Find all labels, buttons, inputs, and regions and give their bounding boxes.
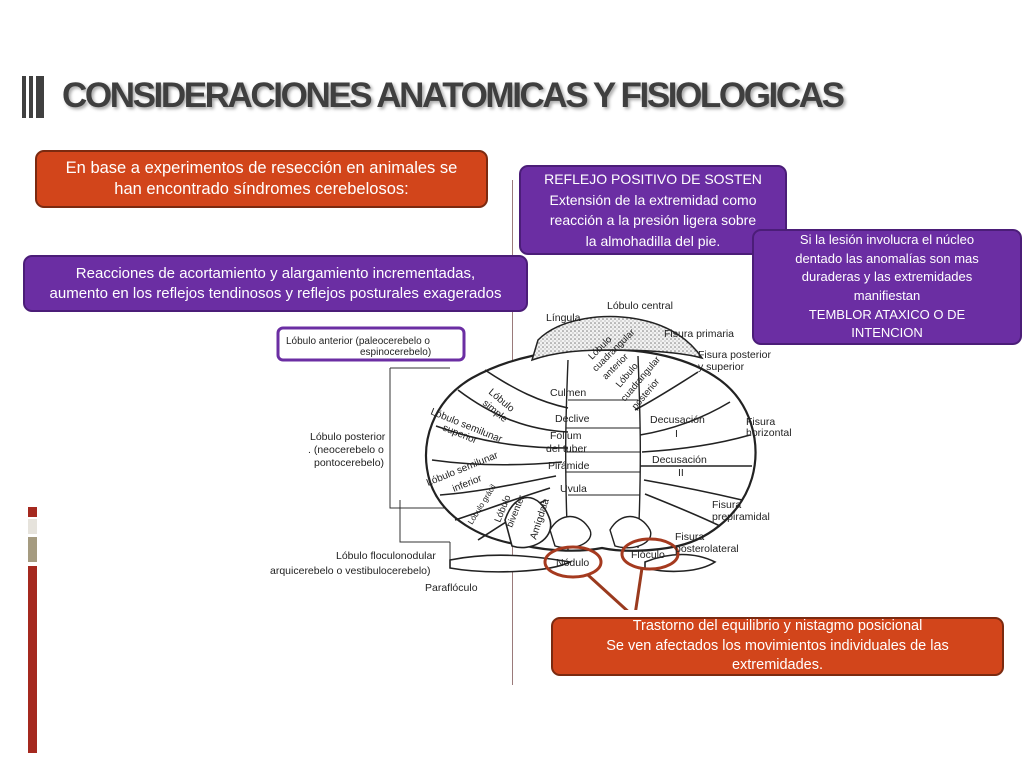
- slide-title: CONSIDERACIONES ANATOMICAS Y FISIOLOGICA…: [62, 76, 845, 115]
- label-fisura-horizontal-2: horizontal: [746, 427, 792, 439]
- label-parafloculo: Paraflóculo: [425, 582, 478, 594]
- label-lobulo-anterior-1: Lóbulo anterior (paleocerebelo o: [286, 336, 430, 347]
- label-uvula: Uvula: [560, 483, 587, 495]
- anterior-lobe-highlight: [276, 326, 466, 362]
- label-piramide: Pirámide: [548, 460, 590, 472]
- label-floculonodular-1: Lóbulo floculonodular: [336, 550, 436, 562]
- label-declive: Declive: [555, 413, 590, 425]
- label-lobulo-anterior-2: espinocerebelo): [360, 347, 431, 358]
- title-bars-icon: [22, 76, 44, 118]
- label-lobulo-central: Lóbulo central: [607, 300, 673, 312]
- label-lobulo-posterior-1: Lóbulo posterior: [310, 431, 386, 443]
- label-fisura-posterolateral-2: posterolateral: [675, 543, 739, 555]
- label-culmen: Culmen: [550, 387, 586, 399]
- label-fisura-posterior-1: Fisura posterior: [698, 349, 771, 361]
- label-fisura-posterolateral-1: Fisura: [675, 531, 704, 543]
- label-fisura-prepiramidal-1: Fisura: [712, 499, 741, 511]
- cerebellum-diagram: Língula Lóbulo central Fisura primaria F…: [270, 300, 792, 610]
- connector-lines: [586, 567, 644, 610]
- label-fisura-primaria: Fisura primaria: [664, 328, 734, 340]
- label-decusacion-1-b: I: [675, 428, 678, 440]
- nodulo-highlight: [543, 545, 603, 579]
- reflex-box: REFLEJO POSITIVO DE SOSTEN Extensión de …: [519, 165, 787, 255]
- label-lobulo-posterior-3: pontocerebelo): [314, 457, 384, 469]
- label-lobulo-posterior-2: . (neocerebelo o: [308, 444, 384, 456]
- cerebellum-body: [425, 315, 757, 573]
- label-floculonodular-2: arquicerebelo o vestibulocerebelo): [270, 565, 431, 577]
- label-decusacion-2-a: Decusación: [652, 454, 707, 466]
- label-fisura-horizontal-1: Fisura: [746, 416, 775, 428]
- label-nodulo: Nódulo: [556, 557, 589, 569]
- label-lingula: Língula: [546, 312, 581, 324]
- label-floculo: Flóculo: [631, 549, 665, 561]
- label-folium-2: del tuber: [546, 443, 587, 455]
- equilibrium-box: Trastorno del equilibrio y nistagmo posi…: [551, 617, 1004, 676]
- label-decusacion-1-a: Decusación: [650, 414, 705, 426]
- label-decusacion-2-b: II: [678, 467, 684, 479]
- floculo-highlight: [620, 537, 680, 571]
- label-folium-1: Folium: [550, 430, 582, 442]
- label-fisura-prepiramidal-2: prepiramidal: [712, 511, 770, 523]
- reactions-box: Reacciones de acortamiento y alargamient…: [23, 255, 528, 312]
- label-fisura-posterior-2: y superior: [698, 361, 745, 373]
- experiments-box: En base a experimentos de resección en a…: [35, 150, 488, 208]
- dentate-box: Si la lesión involucra el núcleo dentado…: [752, 229, 1022, 345]
